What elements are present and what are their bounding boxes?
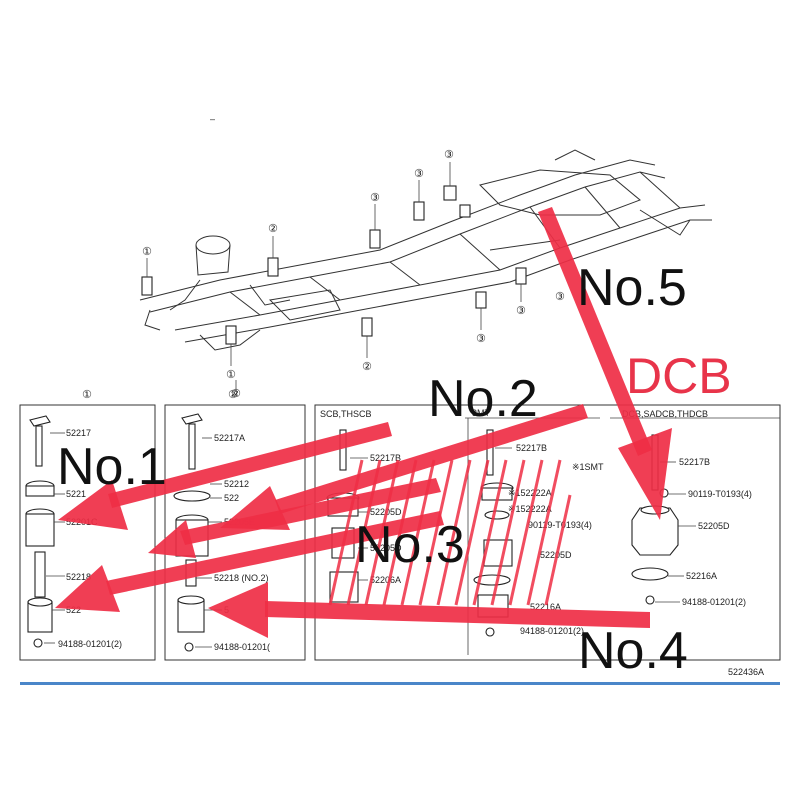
arrow-no1 (58, 422, 392, 530)
svg-text:94188-01201(2): 94188-01201(2) (520, 626, 584, 636)
svg-text:②: ② (228, 388, 238, 401)
svg-text:52217B: 52217B (516, 443, 547, 453)
svg-text:522: 522 (224, 493, 239, 503)
callout-labels: No.1 No.2 No.3 No.4 No.5 DCB (57, 259, 732, 680)
svg-text:②: ② (231, 387, 241, 400)
svg-text:52218: 52218 (66, 572, 91, 582)
svg-text:52216A: 52216A (530, 602, 561, 612)
figure-code: 522436A (728, 667, 764, 677)
top-mark: – (210, 114, 215, 124)
svg-text:52217: 52217 (66, 428, 91, 438)
arrow-no5 (538, 207, 672, 520)
frame-mounts (141, 185, 527, 345)
svg-text:3MT: 3MT (472, 408, 491, 418)
callout-dcb: DCB (626, 348, 732, 404)
panel-2-frame (164, 404, 306, 661)
panel-1-frame (19, 404, 156, 661)
svg-text:94188-01201(2): 94188-01201(2) (682, 597, 746, 607)
svg-text:①: ① (142, 245, 152, 258)
svg-text:③: ③ (370, 191, 380, 204)
svg-text:②: ② (268, 222, 278, 235)
svg-text:522: 522 (66, 605, 81, 615)
callout-no3: No.3 (355, 516, 465, 574)
svg-text:5221: 5221 (66, 489, 86, 499)
svg-text:①: ① (82, 388, 92, 401)
arrow-no4 (208, 582, 650, 638)
svg-text:DCB,SADCB,THDCB: DCB,SADCB,THDCB (622, 409, 708, 419)
svg-text:SCB,THSCB: SCB,THSCB (320, 409, 372, 419)
callout-no1: No.1 (57, 438, 167, 496)
svg-text:②: ② (362, 360, 372, 373)
svg-text:90119-T0193(4): 90119-T0193(4) (528, 520, 592, 530)
svg-text:③: ③ (516, 304, 526, 317)
callout-no2: No.2 (428, 370, 538, 428)
svg-text:③: ③ (444, 148, 454, 161)
svg-text:52206A: 52206A (370, 575, 401, 585)
svg-text:52217B: 52217B (679, 457, 710, 467)
svg-text:52212: 52212 (224, 479, 249, 489)
parts-panels: ① ② SCB,THSCB 3MT DCB,SADCB,THDCB (19, 388, 781, 661)
svg-text:③: ③ (476, 332, 486, 345)
svg-text:※1SMT: ※1SMT (572, 462, 604, 472)
svg-text:③: ③ (414, 167, 424, 180)
svg-text:94188-01201(: 94188-01201( (214, 642, 270, 652)
frame-callout-labels: ① ② ① ② ③ ② ③ ③ ③ ③ ③ (142, 148, 565, 400)
svg-text:52217A: 52217A (214, 433, 245, 443)
svg-text:52205D: 52205D (370, 543, 402, 553)
callout-no5: No.5 (577, 259, 687, 317)
svg-text:52218 (NO.2): 52218 (NO.2) (214, 573, 269, 583)
bottom-rule (20, 682, 780, 685)
arrow-no3 (55, 511, 444, 612)
red-arrows (55, 207, 672, 638)
callout-no4: No.4 (578, 622, 688, 680)
svg-text:52205D: 52205D (698, 521, 730, 531)
vehicle-frame-drawing (139, 149, 712, 351)
panel-3-frame (314, 404, 781, 661)
svg-text:①: ① (226, 368, 236, 381)
svg-text:52216A: 52216A (686, 571, 717, 581)
arrow-panel2-mid (148, 478, 441, 558)
svg-text:94188-01201(2): 94188-01201(2) (58, 639, 122, 649)
svg-text:90119-T0193(4): 90119-T0193(4) (688, 489, 752, 499)
svg-text:※152222A: ※152222A (508, 488, 552, 498)
svg-text:③: ③ (555, 290, 565, 303)
svg-text:52217B: 52217B (370, 453, 401, 463)
